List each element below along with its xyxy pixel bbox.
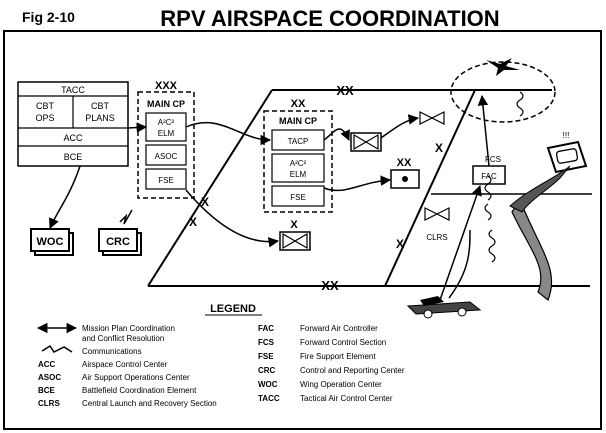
legend-def-woc: Wing Operation Center — [300, 380, 382, 389]
boundary-x-left-lower: X — [189, 215, 197, 229]
division-a2c2-label-1: A²C² — [290, 159, 307, 168]
acc-label: ACC — [63, 133, 83, 143]
legend-abbr-bce: BCE — [38, 386, 56, 395]
clrs-label: CLRS — [426, 233, 447, 242]
dot-unit-echelon-marker: XX — [397, 157, 412, 169]
cbt-ops-label-2: OPS — [35, 113, 54, 123]
division-a2c2-box — [271, 153, 325, 183]
downlink-ribbon-upper — [509, 165, 571, 213]
rpv-launcher-icon — [406, 296, 482, 319]
division-a2c2-label-2: ELM — [290, 170, 307, 179]
cbt-ops-label-1: CBT — [36, 101, 55, 111]
legend-abbr-tacc: TACC — [258, 394, 280, 403]
legend-def-asoc: Air Support Operations Center — [82, 373, 190, 382]
legend-def-bce: Battlefield Coordination Element — [82, 386, 197, 395]
downlink-ribbon-arrow — [511, 198, 553, 301]
rpv-aircraft-icon — [486, 58, 520, 76]
boundary-xx-top: XX — [336, 83, 354, 98]
legend-def-fac: Forward Air Controller — [300, 324, 378, 333]
legend-comm-symbol — [41, 344, 73, 353]
crc-unit: CRC — [98, 228, 142, 256]
coordination-lines — [49, 94, 490, 301]
brigade-echelon-marker: X — [290, 219, 298, 231]
bce-label: BCE — [64, 152, 83, 162]
comm-lightning-icon — [119, 209, 133, 225]
brigade-unit: X — [279, 219, 311, 251]
figure-title: RPV AIRSPACE COORDINATION — [160, 6, 499, 31]
division-tacp-label: TACP — [288, 137, 309, 146]
signal-curl-lower — [484, 175, 492, 221]
boundary-lines — [147, 89, 592, 287]
legend-abbr-clrs: CLRS — [38, 399, 60, 408]
division-dot-unit: XX — [390, 157, 420, 189]
woc-unit: WOC — [30, 228, 74, 256]
legend-item-mission-2: and Conflict Resolution — [82, 334, 164, 343]
division-main-cp: XX MAIN CP TACP A²C² ELM FSE — [263, 98, 333, 213]
cbt-plans-label-2: PLANS — [85, 113, 115, 123]
corps-a2c2-label-1: A²C² — [158, 118, 175, 127]
corps-echelon-marker: XXX — [155, 80, 178, 92]
corps-cp-title: MAIN CP — [147, 99, 185, 109]
signal-curl-upper — [516, 91, 524, 117]
tacc-title: TACC — [61, 85, 85, 95]
division-fse-box — [271, 185, 325, 207]
legend-def-fse: Fire Support Element — [300, 352, 376, 361]
legend-abbr-fac: FAC — [258, 324, 274, 333]
cbt-plans-label-1: CBT — [91, 101, 110, 111]
boundary-x-right-lower: X — [396, 237, 404, 251]
corps-fse-label: FSE — [158, 176, 174, 185]
legend-def-tacc: Tactical Air Control Center — [300, 394, 393, 403]
legend-abbr-crc: CRC — [258, 366, 276, 375]
legend-def-fcs: Forward Control Section — [300, 338, 386, 347]
fcs-bowtie-unit — [350, 132, 382, 152]
rpv-flight-loop — [450, 61, 556, 123]
boundary-xx-bottom: XX — [321, 278, 339, 293]
woc-label: WOC — [37, 236, 64, 248]
fcs-label: FCS — [485, 155, 501, 164]
corps-asoc-label: ASOC — [155, 152, 178, 161]
division-cp-title: MAIN CP — [279, 116, 317, 126]
legend-def-crc: Control and Reporting Center — [300, 366, 405, 375]
legend-abbr-fcs: FCS — [258, 338, 275, 347]
legend-def-acc: Airspace Control Center — [82, 360, 168, 369]
legend-abbr-woc: WOC — [258, 380, 278, 389]
corps-fse-box — [145, 168, 187, 190]
figure-label: Fig 2-10 — [22, 9, 75, 25]
legend-abbr-acc: ACC — [38, 360, 56, 369]
ground-control-monitor: !!! — [546, 131, 588, 174]
figure-frame — [3, 30, 602, 430]
monitor-label: !!! — [563, 131, 570, 140]
legend-title: LEGEND — [210, 303, 256, 315]
boundary-x-left-upper: X — [201, 195, 209, 209]
division-echelon-marker: XX — [291, 98, 306, 110]
crc-label: CRC — [106, 236, 130, 248]
legend-abbr-fse: FSE — [258, 352, 274, 361]
legend-def-clrs: Central Launch and Recovery Section — [82, 399, 217, 408]
legend-item-comm: Communications — [82, 347, 142, 356]
legend: LEGEND Mission Plan Coordination and Con… — [36, 303, 405, 408]
corps-asoc-box — [145, 144, 187, 166]
division-fse-label: FSE — [290, 193, 306, 202]
corps-main-cp: XXX MAIN CP A²C² ELM ASOC FSE — [137, 80, 195, 199]
rpv-icon-clrs — [424, 207, 450, 221]
rpv-icon-upper — [419, 111, 445, 125]
tacc-box: TACC CBT OPS CBT PLANS ACC BCE — [17, 81, 129, 167]
legend-abbr-asoc: ASOC — [38, 373, 61, 382]
signal-curl-bottom — [488, 229, 496, 263]
corps-a2c2-label-2: ELM — [158, 129, 175, 138]
boundary-x-right-upper: X — [435, 141, 443, 155]
legend-item-mission-1: Mission Plan Coordination — [82, 324, 175, 333]
